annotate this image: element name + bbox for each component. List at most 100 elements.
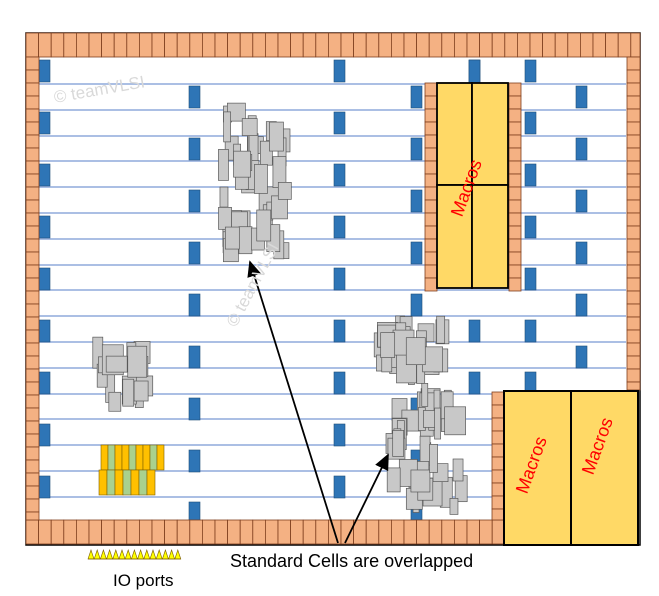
power-tap	[468, 319, 481, 343]
power-tap	[524, 111, 537, 135]
halo-pad	[424, 199, 438, 214]
io-pad	[25, 69, 40, 84]
power-tap	[410, 293, 423, 317]
io-pad	[151, 32, 166, 58]
standard-cell-colored	[138, 469, 148, 496]
halo-pad	[491, 456, 505, 471]
io-pad	[626, 147, 641, 162]
io-pad	[626, 264, 641, 279]
io-pad	[626, 225, 641, 240]
io-pad	[164, 32, 178, 58]
io-pad	[626, 316, 641, 331]
io-pad	[25, 511, 40, 521]
standard-cell	[449, 498, 459, 515]
halo-pad	[508, 160, 522, 175]
io-pad	[453, 32, 468, 58]
arrow-to-cluster-2	[344, 453, 389, 544]
io-pad	[25, 147, 40, 162]
io-pad	[25, 186, 40, 201]
io-port-pin	[174, 549, 182, 560]
io-pad	[626, 329, 641, 344]
halo-pad	[508, 108, 522, 123]
io-pad	[101, 32, 115, 58]
standard-cell	[219, 186, 229, 208]
power-tap	[188, 189, 201, 213]
power-tap	[38, 215, 51, 239]
standard-cell	[433, 389, 441, 411]
io-pad	[38, 32, 52, 58]
power-tap	[188, 397, 201, 421]
io-pad	[25, 459, 40, 474]
io-pad	[626, 134, 641, 149]
io-pad	[25, 407, 40, 422]
io-pad	[38, 519, 52, 545]
macro-block	[503, 390, 572, 546]
io-port-pin	[143, 549, 151, 560]
io-pad	[25, 381, 40, 396]
power-tap	[188, 293, 201, 317]
io-pad	[25, 108, 40, 123]
io-pad	[626, 108, 641, 123]
power-tap	[524, 163, 537, 187]
standard-cell	[269, 121, 284, 152]
standard-cell	[386, 467, 401, 493]
standard-cell	[410, 469, 431, 493]
io-pad	[25, 238, 40, 253]
io-port-pin	[93, 549, 101, 560]
power-tap	[410, 85, 423, 109]
io-pad	[617, 32, 632, 58]
io-pad	[302, 519, 317, 545]
io-pad	[277, 32, 292, 58]
io-pad	[416, 519, 430, 545]
io-pad	[554, 32, 569, 58]
io-pad	[466, 519, 481, 545]
io-pad	[327, 32, 342, 58]
standard-cell	[436, 315, 446, 344]
power-tap	[188, 85, 201, 109]
halo-pad	[508, 212, 522, 227]
io-pad	[277, 519, 292, 545]
macro-halo-pads	[424, 82, 522, 521]
io-pad	[25, 264, 40, 279]
io-pad	[378, 519, 392, 545]
halo-pad	[508, 251, 522, 266]
io-port-pin	[168, 549, 176, 560]
standard-cell	[277, 182, 292, 200]
io-pad	[25, 519, 40, 545]
io-pad-ring	[25, 32, 641, 545]
io-pad	[491, 519, 505, 545]
power-tap	[524, 215, 537, 239]
power-tap	[524, 319, 537, 343]
standard-cell-colored	[146, 469, 156, 496]
standard-cell-colored	[106, 469, 116, 496]
halo-pad	[424, 277, 438, 292]
standard-cells	[92, 102, 468, 515]
io-pad	[365, 32, 380, 58]
io-pad	[542, 32, 556, 58]
io-pad	[428, 32, 443, 58]
io-pad	[126, 32, 140, 58]
io-port-pins	[87, 549, 182, 560]
power-tap	[333, 59, 346, 83]
standard-cell	[421, 383, 429, 407]
standard-cell-colored	[107, 444, 116, 471]
standard-cell	[122, 378, 135, 407]
io-pad	[605, 32, 619, 58]
standard-cell-colored	[114, 444, 123, 471]
power-tap	[575, 293, 588, 317]
io-pad	[626, 82, 641, 97]
io-pad	[25, 368, 40, 383]
power-tap	[188, 449, 201, 473]
power-tap	[38, 475, 51, 499]
io-pad	[390, 519, 405, 545]
power-tap	[38, 319, 51, 343]
io-pad	[25, 56, 40, 71]
io-pad	[25, 225, 40, 240]
io-pad	[340, 32, 355, 58]
io-pad	[626, 95, 641, 110]
io-pad	[63, 519, 77, 545]
standard-cell	[380, 332, 396, 358]
power-tap	[38, 59, 51, 83]
io-pad	[340, 519, 355, 545]
